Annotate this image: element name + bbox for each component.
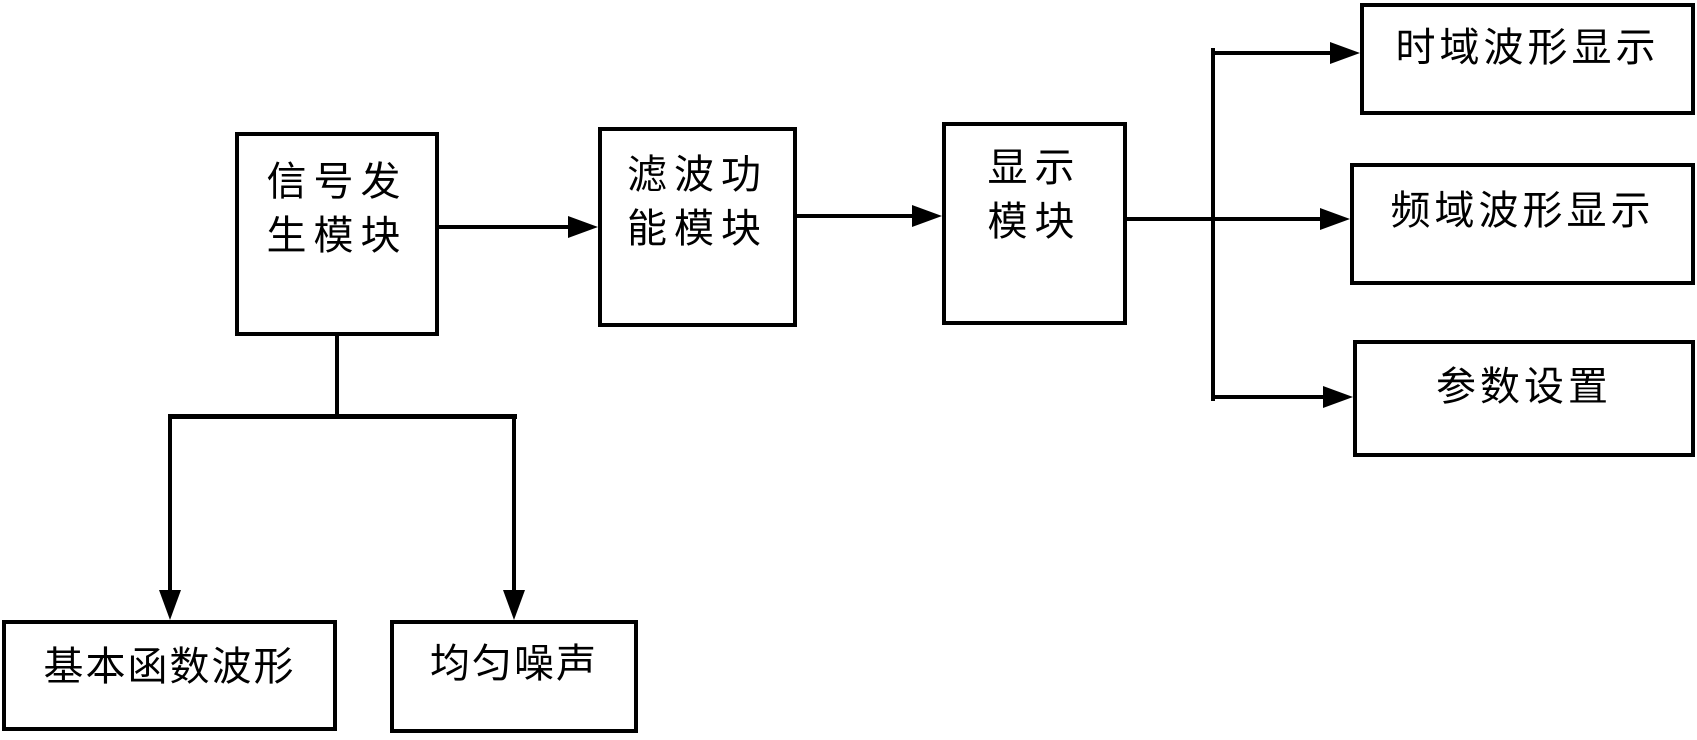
connector-signal-branch-bar	[168, 414, 517, 419]
arrowhead-display-to-time-domain	[1330, 42, 1360, 64]
connector-display-branch-trunk	[1211, 48, 1215, 401]
node-time-domain-waveform-display: 时域波形显示	[1360, 3, 1695, 115]
node-parameter-setting: 参数设置	[1353, 340, 1695, 457]
arrowhead-display-to-parameter-setting	[1323, 386, 1353, 408]
connector-filter-to-display	[797, 214, 912, 218]
node-label-line: 基本函数波形	[43, 644, 296, 689]
connector-signal-to-uniform-noise	[512, 414, 516, 592]
node-label-line: 显示	[987, 145, 1082, 190]
node-basic-function-waveform: 基本函数波形	[2, 620, 337, 731]
connector-signal-down-stem	[335, 336, 339, 419]
arrowhead-signal-to-basic-waveform	[159, 590, 181, 620]
arrowhead-display-to-frequency-domain	[1320, 208, 1350, 230]
connector-signal-to-basic-waveform	[168, 414, 172, 592]
node-label-line: 时域波形显示	[1395, 25, 1660, 70]
arrowhead-filter-to-display	[912, 205, 942, 227]
node-signal-generation-module: 信号发 生模块	[235, 132, 439, 336]
connector-display-to-frequency-domain	[1127, 217, 1320, 221]
node-label-line: 频域波形显示	[1390, 188, 1655, 233]
node-uniform-noise: 均匀噪声	[390, 620, 638, 733]
arrowhead-signal-to-uniform-noise	[503, 590, 525, 620]
node-label-line: 生模块	[266, 213, 408, 258]
connector-display-to-time-domain	[1213, 51, 1330, 55]
node-label-line: 均匀噪声	[430, 641, 598, 686]
node-label-line: 模块	[987, 199, 1082, 244]
node-display-module: 显示 模块	[942, 122, 1127, 325]
connector-display-to-parameter-setting	[1213, 395, 1323, 399]
arrowhead-signal-to-filter	[568, 216, 598, 238]
node-filter-function-module: 滤波功 能模块	[598, 127, 797, 327]
node-frequency-domain-waveform-display: 频域波形显示	[1350, 163, 1695, 285]
node-label-line: 信号发	[266, 159, 408, 204]
node-label-line: 滤波功	[627, 152, 768, 197]
node-label-line: 参数设置	[1436, 364, 1612, 409]
connector-signal-to-filter	[439, 225, 568, 229]
node-label-line: 能模块	[627, 206, 768, 251]
